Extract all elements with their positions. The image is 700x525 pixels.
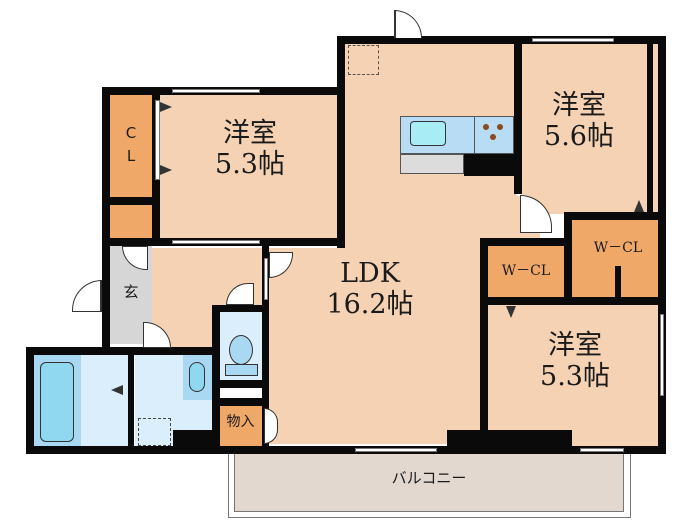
wcl-2-label: W－CL xyxy=(593,240,643,256)
wall xyxy=(173,430,213,448)
stove-divider xyxy=(474,116,475,154)
window xyxy=(172,240,260,244)
wall xyxy=(212,305,264,312)
balcony xyxy=(234,452,624,512)
walk-in-closet-1 xyxy=(488,246,564,298)
wall xyxy=(647,36,653,216)
toilet-bowl xyxy=(229,335,253,365)
western-room-2 xyxy=(522,44,647,214)
closet-cl xyxy=(110,95,152,197)
window xyxy=(660,314,664,396)
wall xyxy=(26,446,666,454)
wall xyxy=(480,238,568,246)
wall xyxy=(26,347,220,355)
wall xyxy=(337,36,345,248)
door-marker-icon xyxy=(506,306,516,318)
closet-small xyxy=(110,205,152,238)
wall xyxy=(447,430,572,448)
room-label-ldk: LDK 16.2帖 xyxy=(300,258,440,320)
western-room-2-strip xyxy=(652,44,662,214)
entrance-door-icon[interactable] xyxy=(72,280,102,312)
window xyxy=(532,38,614,42)
storage-label: 物入 xyxy=(226,414,255,430)
wall xyxy=(212,305,220,453)
wall xyxy=(262,246,269,452)
balcony-label: バルコニー xyxy=(391,469,467,487)
cl-door-track xyxy=(155,100,160,180)
window xyxy=(355,448,437,452)
room-size: 5.3帖 xyxy=(215,149,285,181)
window xyxy=(172,89,260,93)
wcl-1-label: W－CL xyxy=(501,263,551,279)
western-room-1 xyxy=(160,95,340,240)
storage-closet xyxy=(219,406,262,446)
entrance-label: 玄 xyxy=(123,283,139,301)
wall xyxy=(220,380,262,388)
western-room-3 xyxy=(488,304,665,446)
floor-drain xyxy=(138,418,171,446)
wall xyxy=(480,238,488,452)
door-marker-icon xyxy=(634,200,644,212)
stove-burner-1 xyxy=(483,124,489,130)
wall xyxy=(102,87,110,347)
washbasin-bowl xyxy=(189,362,205,392)
wall xyxy=(615,266,621,298)
stove-burner-3 xyxy=(490,134,496,140)
door-marker-icon xyxy=(160,165,172,175)
room-name: LDK xyxy=(340,258,400,289)
room-name: 洋室 xyxy=(548,330,602,361)
closet-cl-label: C L xyxy=(125,124,137,165)
wall xyxy=(564,212,664,220)
wall xyxy=(26,347,34,453)
room-name: 洋室 xyxy=(223,118,277,149)
room-label-western-1: 洋室 5.3帖 xyxy=(185,118,315,180)
wall xyxy=(658,36,666,454)
door-marker-icon xyxy=(160,102,172,112)
ceiling-hatch xyxy=(348,45,379,75)
room-size: 5.3帖 xyxy=(540,361,610,393)
wall xyxy=(514,36,522,194)
stove-burner-2 xyxy=(497,124,503,130)
wall xyxy=(128,355,134,448)
room-label-western-2: 洋室 5.6帖 xyxy=(520,90,638,152)
toilet-tank xyxy=(225,364,258,376)
kitchen-sink xyxy=(410,121,446,146)
front-door-icon[interactable] xyxy=(394,10,422,38)
ldk-lower xyxy=(268,248,480,444)
room-size: 16.2帖 xyxy=(326,289,414,321)
wall xyxy=(564,212,572,304)
wall xyxy=(337,36,666,44)
wall xyxy=(220,398,262,406)
window xyxy=(580,448,624,452)
room-label-western-3: 洋室 5.3帖 xyxy=(510,330,640,392)
bathtub-basin xyxy=(40,362,74,442)
wall xyxy=(110,197,152,205)
kitchen-back-counter xyxy=(400,154,464,174)
wall xyxy=(480,297,666,305)
door-marker-icon xyxy=(111,385,123,395)
room-name: 洋室 xyxy=(552,90,606,121)
refrigerator-space xyxy=(464,154,516,176)
room-size: 5.6帖 xyxy=(544,121,614,153)
window xyxy=(264,258,268,300)
